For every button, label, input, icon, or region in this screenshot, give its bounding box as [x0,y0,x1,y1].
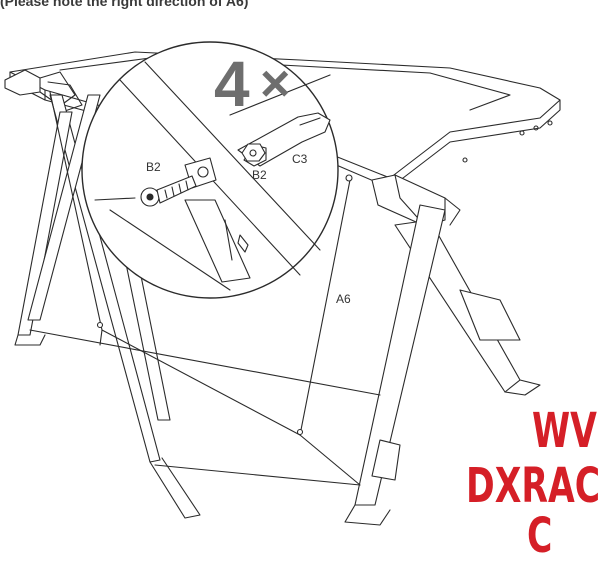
brace-label: A6 [336,292,351,306]
bolt-icon [140,175,197,207]
quantity-number: 4 [214,48,250,120]
direction-note: (Please note the right direction of A6) [0,0,249,9]
wrench-label: C3 [292,152,308,166]
nut-label: B2 [252,168,267,182]
watermark-line1: WV [532,403,597,459]
watermark-line3: C [527,508,553,564]
brace-cables [29,91,381,486]
bolt-label: B2 [146,160,161,174]
assembly-diagram [4,41,561,526]
watermark-line2: DXRAC [466,458,600,514]
nut-icon [241,143,266,162]
detail-callout [81,41,339,299]
right-front-bracket [371,174,461,227]
quantity-multiplier: × [260,55,291,113]
right-x-leg [344,204,541,526]
